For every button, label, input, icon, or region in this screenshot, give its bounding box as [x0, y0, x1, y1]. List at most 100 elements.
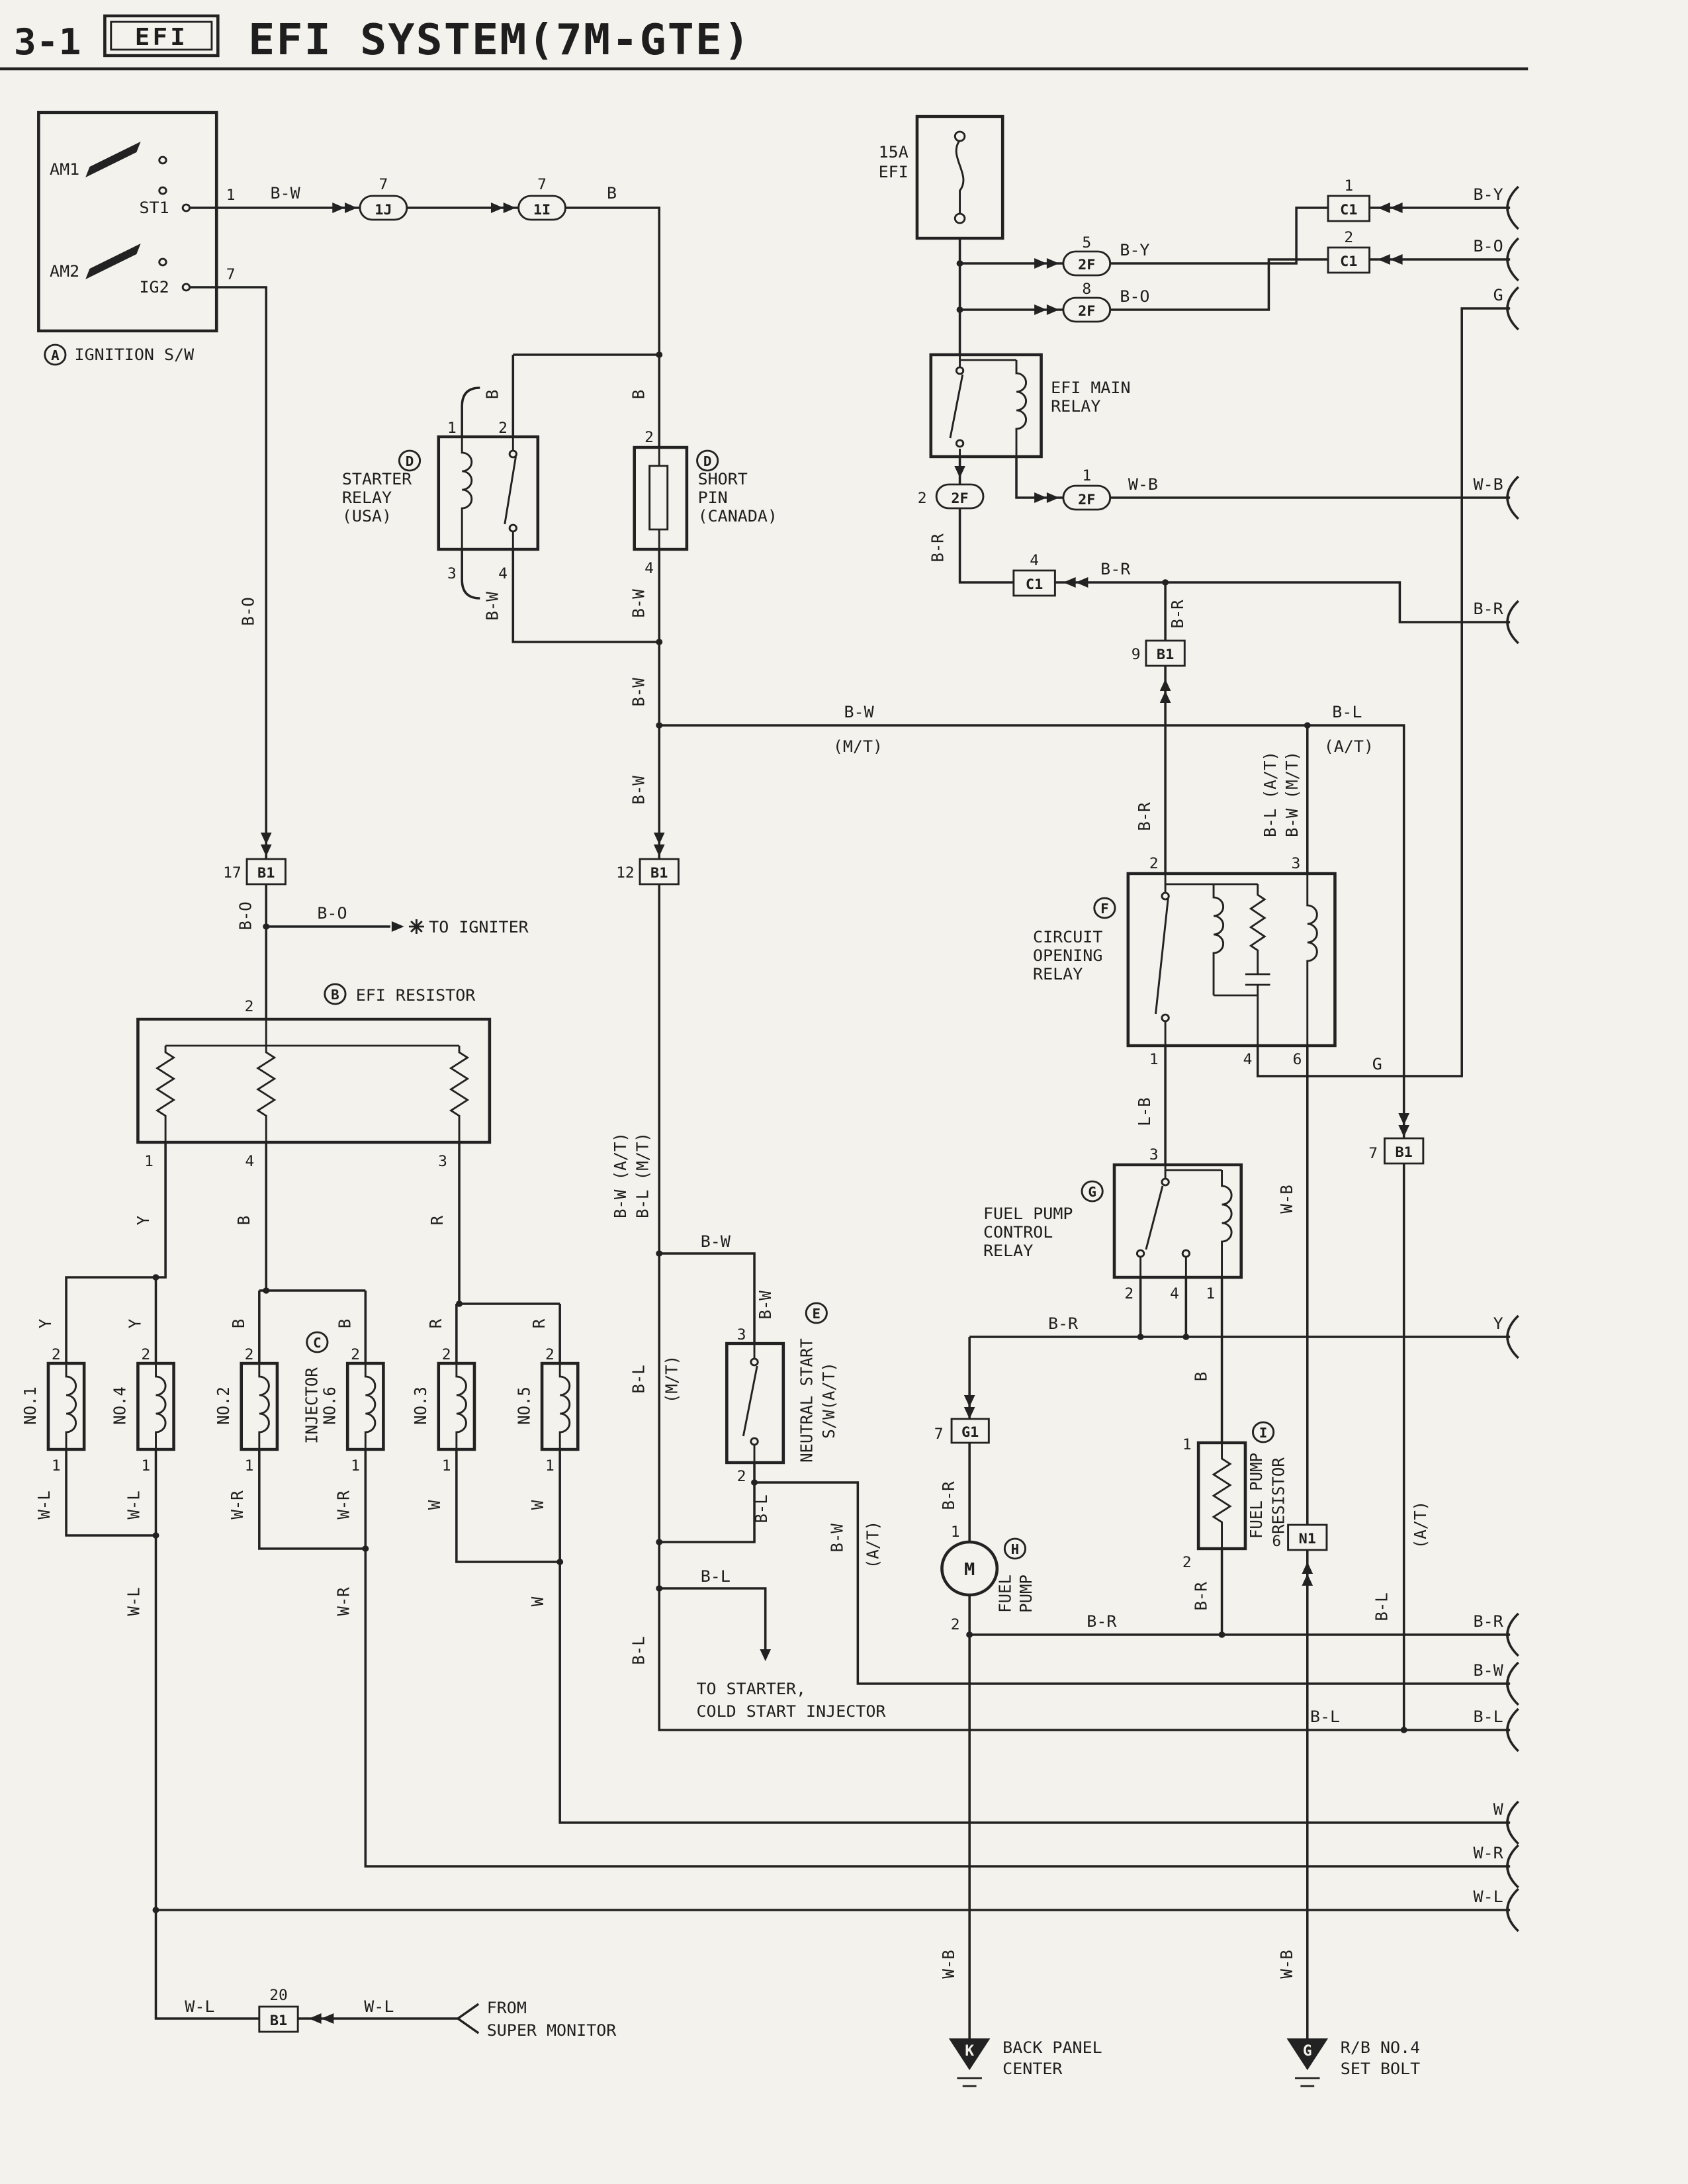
callout-circle-b — [324, 983, 347, 1005]
wire-label: W-R — [333, 1490, 353, 1520]
resistor-elements — [155, 1046, 470, 1142]
wire-label: W-L — [185, 1997, 214, 2015]
efi-main-relay-box — [929, 353, 1043, 459]
efi-fuse: 15A EFI — [879, 114, 1004, 240]
pin-label: 2 — [351, 1346, 360, 1363]
pin-label: 1 — [1149, 1051, 1159, 1068]
pin-label: 7 — [537, 176, 547, 193]
pin-label: 2 — [737, 1468, 746, 1484]
motor-m: M — [964, 1559, 975, 1579]
wire-label: B-W (M/T) — [1282, 751, 1302, 837]
injector-name: NO.4 — [110, 1387, 130, 1425]
starter-relay: B B D STARTER RELAY (USA) 1 2 3 4 B-W — [342, 390, 648, 621]
note-to-starter: TO STARTER, — [696, 1679, 806, 1698]
relay-label: CONTROL — [983, 1222, 1053, 1241]
efi-logo-box — [103, 14, 220, 58]
wire-label: G — [1493, 285, 1503, 304]
starter-relay-label: RELAY — [342, 488, 392, 506]
callout-circle-c — [306, 1331, 329, 1353]
injector-group-label: INJECTOR — [302, 1367, 322, 1444]
page-title: EFI SYSTEM(7M-GTE) — [248, 15, 751, 64]
fuel-pump-label: FUEL — [995, 1574, 1015, 1613]
flow-arrows — [260, 203, 1410, 2024]
efi-main-relay-internals — [949, 355, 1027, 457]
pin-label: 1 — [144, 1153, 154, 1169]
pin-label: 3 — [1292, 855, 1301, 872]
wire-label: W-L — [124, 1490, 144, 1519]
callout-circle-d — [696, 449, 719, 472]
circuit-opening-relay-box — [1126, 872, 1337, 1048]
ignition-switch-box — [37, 111, 218, 333]
wire-label: B-W — [629, 776, 648, 805]
ground-hash-icon — [1295, 2077, 1320, 2087]
wire-label: B-W (A/T) — [611, 1132, 631, 1218]
wire-label: B-L — [629, 1365, 648, 1393]
pin-label: 6 — [1293, 1051, 1302, 1068]
ground-hash-icon — [957, 2077, 982, 2087]
pin-label: 3 — [438, 1153, 447, 1169]
fuel-pump-resistor-element — [1212, 1443, 1232, 1549]
callout-i: I — [1259, 1425, 1268, 1441]
injector-name: NO.6 — [320, 1387, 339, 1425]
pin-label: 3 — [1149, 1146, 1159, 1163]
junction-dots — [152, 260, 1407, 1913]
connector-c1-1 — [1327, 195, 1371, 222]
injector-coils — [65, 1363, 571, 1449]
connector-b1-7-id: B1 — [1395, 1144, 1412, 1160]
efi-resistor-box — [136, 1017, 492, 1144]
bottom-exit-rows: B-R B-R B-W B-L B-L W W-R W-L — [1087, 1612, 1503, 1905]
wire-label: B-R — [1191, 1582, 1211, 1611]
wire-label: B-O — [238, 597, 258, 625]
pin-label: 1 — [1182, 1436, 1192, 1453]
connector-c1-2 — [1327, 246, 1371, 274]
pin-label: 2 — [1344, 229, 1353, 246]
wire-label: W-L — [124, 1587, 144, 1615]
wire-label: W — [528, 1500, 548, 1510]
pin-label: 1 — [447, 420, 457, 436]
ground-triangle-icon — [948, 2038, 991, 2070]
wire-label: B — [482, 390, 502, 399]
pin-label: 6 — [1272, 1533, 1281, 1549]
connector-2f-id: 2F — [1078, 257, 1095, 273]
wire-label: W-B — [1474, 475, 1503, 493]
pin-label: 1 — [1206, 1285, 1215, 1302]
pin-label: 2 — [1124, 1285, 1133, 1302]
short-pin-bar — [648, 465, 669, 531]
stub-curls — [461, 387, 480, 600]
pin-label: 12 — [616, 864, 635, 881]
efi-logo: EFI — [135, 23, 188, 51]
wire-label: B-W — [629, 589, 648, 618]
connector-b1-17-id: B1 — [257, 865, 275, 881]
injector-name: NO.5 — [514, 1387, 534, 1425]
connector-2f-8 — [1062, 296, 1112, 323]
connector-c1-id: C1 — [1340, 202, 1357, 218]
fuse-element — [955, 140, 965, 213]
fuel-pump-control-relay-box — [1112, 1163, 1243, 1279]
efi-resistor-label: EFI RESISTOR — [356, 985, 476, 1004]
asterisk-icon — [408, 919, 424, 934]
pin-label: 8 — [1082, 281, 1091, 297]
connector-2f-5 — [1062, 250, 1112, 277]
wire-label: (A/T) — [1324, 737, 1374, 755]
pin-label: 1 — [442, 1457, 451, 1474]
resistor-bus — [165, 1019, 460, 1047]
connector-b1-9-id: B1 — [1157, 647, 1174, 662]
callout-h: H — [1011, 1541, 1020, 1557]
pin-label: 7 — [226, 266, 236, 283]
callout-g: G — [1088, 1184, 1096, 1200]
callout-circle-g — [1081, 1180, 1104, 1203]
injector-name: NO.1 — [21, 1387, 40, 1425]
ground-label: BACK PANEL — [1002, 2038, 1102, 2056]
relay-label: CIRCUIT — [1033, 927, 1103, 946]
pin-label: 2 — [1182, 1554, 1192, 1570]
callout-f: F — [1100, 901, 1109, 917]
callout-circle-i — [1251, 1421, 1275, 1443]
left-column: B-O 17 B1 B-O B-O TO IGNITER — [223, 597, 529, 936]
pin-label: 20 — [269, 1987, 288, 2003]
wire-label: Y — [134, 1216, 154, 1226]
fuel-pump-label: PUMP — [1016, 1574, 1036, 1613]
wire-label: B-L — [1310, 1707, 1340, 1725]
pin-label: 5 — [1082, 234, 1091, 251]
callout-circle-e — [805, 1302, 828, 1324]
